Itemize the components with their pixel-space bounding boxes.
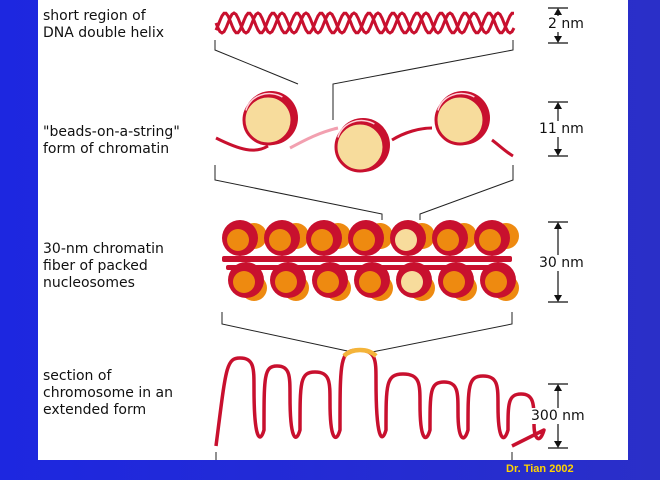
bead-core <box>434 94 486 146</box>
nucleosome-core <box>353 229 375 251</box>
nucleosome-core <box>479 229 501 251</box>
connector-lines-4 <box>215 452 513 460</box>
nucleosome-core <box>269 229 291 251</box>
label-line: fiber of packed <box>43 258 148 274</box>
fiber-highlight-segment <box>342 347 378 358</box>
bead-wrap-highlight <box>437 92 475 111</box>
scale-label-2nm: 2 nm <box>548 16 584 32</box>
label-line: extended form <box>43 402 147 418</box>
linker-dna-left <box>215 136 269 152</box>
bead-wrap-highlight <box>245 92 283 111</box>
beads-on-a-string <box>215 91 514 173</box>
nucleosome-bead <box>434 91 490 146</box>
label-line: DNA double helix <box>43 25 164 41</box>
scale-label-30nm: 30 nm <box>539 255 584 271</box>
linker-dna-right <box>491 138 514 158</box>
fiber-linker-band <box>222 256 512 262</box>
dna-double-helix <box>214 11 516 35</box>
nucleosome-core <box>233 271 255 293</box>
chromatin-fiber-30nm <box>222 220 519 301</box>
nucleosome-core <box>443 271 465 293</box>
connector-lines-1 <box>214 40 514 120</box>
scale-bars <box>548 7 568 449</box>
label-line: short region of <box>43 8 146 24</box>
nucleosome-bead <box>334 118 390 173</box>
label-chromatin-fiber: 30-nm chromatin fiber of packed nucleoso… <box>43 241 164 292</box>
nucleosome-core <box>311 229 333 251</box>
linker-dna-middle <box>289 126 339 150</box>
nucleosome-core <box>227 229 249 251</box>
label-line: chromosome in an <box>43 385 174 401</box>
nucleosome-core <box>395 229 417 251</box>
nucleosome-core <box>437 229 459 251</box>
extended-chromosome-loops <box>214 347 546 448</box>
scale-label-300nm: 300 nm <box>531 408 585 424</box>
connector-lines-2 <box>214 165 514 220</box>
label-line: section of <box>43 368 112 384</box>
bead-core <box>242 94 294 146</box>
nucleosome-bead <box>242 91 298 146</box>
scale-label-11nm: 11 nm <box>539 121 584 137</box>
nucleosome-core <box>359 271 381 293</box>
label-chromosome-section: section of chromosome in an extended for… <box>43 368 173 419</box>
bead-core <box>334 121 386 173</box>
label-dna-double-helix: short region of DNA double helix <box>43 8 164 42</box>
nucleosome-core <box>275 271 297 293</box>
label-beads-on-a-string: "beads-on-a-string" form of chromatin <box>43 124 180 158</box>
label-line: "beads-on-a-string" <box>43 124 180 140</box>
nucleosome-core <box>317 271 339 293</box>
label-line: nucleosomes <box>43 275 135 291</box>
linker-dna-middle-2 <box>391 126 433 142</box>
nucleosome-core <box>485 271 507 293</box>
label-line: 30-nm chromatin <box>43 241 164 257</box>
connector-lines-3 <box>221 312 513 353</box>
author-credit: Dr. Tian 2002 <box>506 463 574 475</box>
bead-wrap-highlight <box>337 119 375 138</box>
label-line: form of chromatin <box>43 141 170 157</box>
nucleosome-core <box>401 271 423 293</box>
